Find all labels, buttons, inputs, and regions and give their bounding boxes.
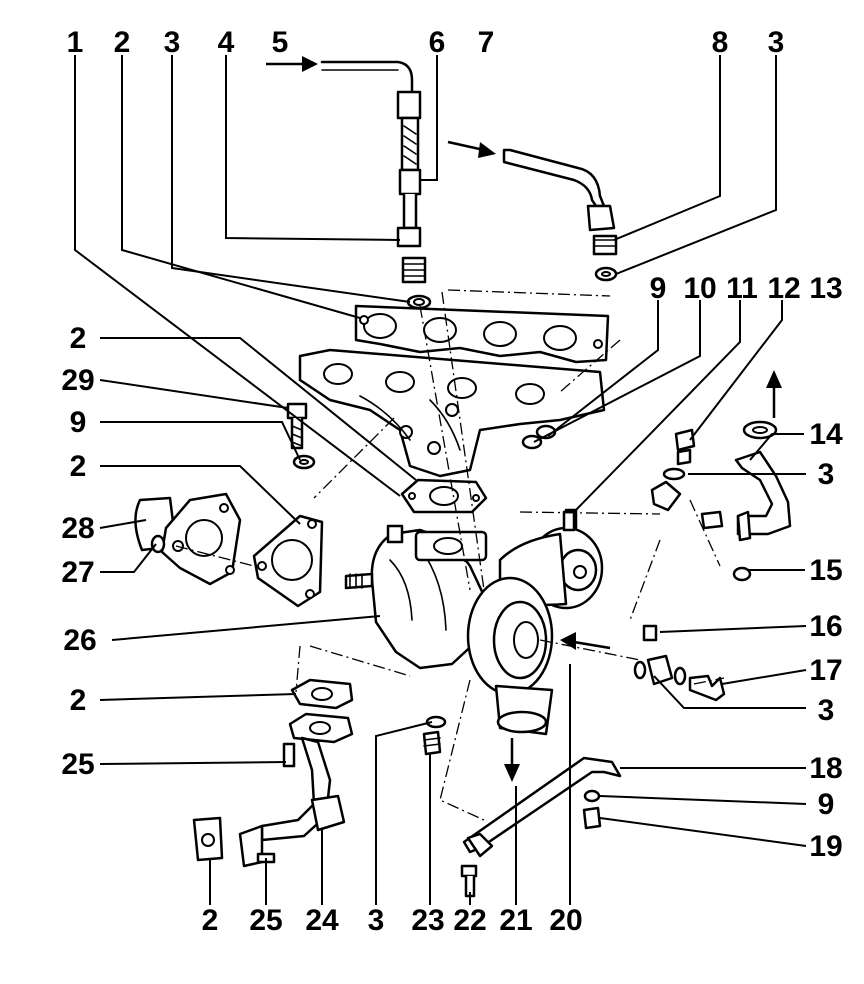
parts-layer — [134, 56, 792, 898]
callout-24: 24 — [305, 904, 339, 937]
callout-7: 7 — [478, 26, 495, 59]
callout-25: 25 — [249, 904, 282, 937]
flow-arrows — [266, 56, 782, 782]
compressor-housing — [466, 508, 604, 736]
callout-12: 12 — [767, 272, 800, 305]
callout-2: 2 — [70, 684, 87, 717]
callout-3: 3 — [768, 26, 785, 59]
callout-20: 20 — [549, 904, 582, 937]
callout-19: 19 — [809, 830, 842, 863]
callout-9: 9 — [650, 272, 667, 305]
callout-13: 13 — [809, 272, 842, 305]
callout-18: 18 — [809, 752, 842, 785]
callout-14: 14 — [809, 418, 843, 451]
callout-4: 4 — [218, 26, 235, 59]
oil-return-pipe-lower — [192, 678, 354, 868]
callout-3: 3 — [164, 26, 181, 59]
exhaust-manifold — [298, 348, 606, 478]
callout-2: 2 — [70, 322, 87, 355]
callout-26: 26 — [63, 624, 96, 657]
callout-9: 9 — [70, 406, 87, 439]
callout-2: 2 — [114, 26, 131, 59]
callout-2: 2 — [202, 904, 219, 937]
callout-28: 28 — [61, 512, 94, 545]
callout-22: 22 — [453, 904, 486, 937]
callout-6: 6 — [429, 26, 446, 59]
banjo-bolt-23 — [422, 715, 447, 756]
turbo-flange-gasket — [400, 478, 488, 514]
oil-supply-line — [320, 60, 432, 310]
callout-11: 11 — [726, 272, 758, 305]
banjo-fitting — [633, 624, 726, 702]
callout-1: 1 — [67, 26, 84, 59]
callout-8: 8 — [712, 26, 729, 59]
callout-15: 15 — [809, 554, 842, 587]
callout-27: 27 — [61, 556, 94, 589]
callout-9: 9 — [818, 788, 835, 821]
manifold-gasket — [354, 304, 610, 364]
callout-3: 3 — [818, 694, 835, 727]
triangular-gasket — [252, 514, 324, 608]
turbine-housing — [344, 524, 488, 670]
callout-5: 5 — [272, 26, 289, 59]
callout-21: 21 — [499, 904, 532, 937]
callout-3: 3 — [368, 904, 385, 937]
callout-25: 25 — [61, 748, 94, 781]
callout-23: 23 — [411, 904, 444, 937]
leader-lines — [74, 55, 807, 905]
callouts: 1 2 3 4 5 6 7 8 3 9 10 11 12 13 14 3 15 … — [61, 26, 843, 937]
oil-return-line — [502, 148, 618, 282]
manifold-nuts — [521, 424, 557, 450]
support-bracket — [460, 756, 622, 898]
callout-17: 17 — [809, 654, 842, 687]
callout-16: 16 — [809, 610, 842, 643]
alignment-lines — [175, 289, 725, 821]
callout-29: 29 — [61, 364, 94, 397]
callout-3: 3 — [818, 458, 835, 491]
callout-2: 2 — [70, 450, 87, 483]
downpipe-28 — [134, 492, 242, 586]
coolant-union — [562, 420, 792, 582]
callout-10: 10 — [683, 272, 716, 305]
